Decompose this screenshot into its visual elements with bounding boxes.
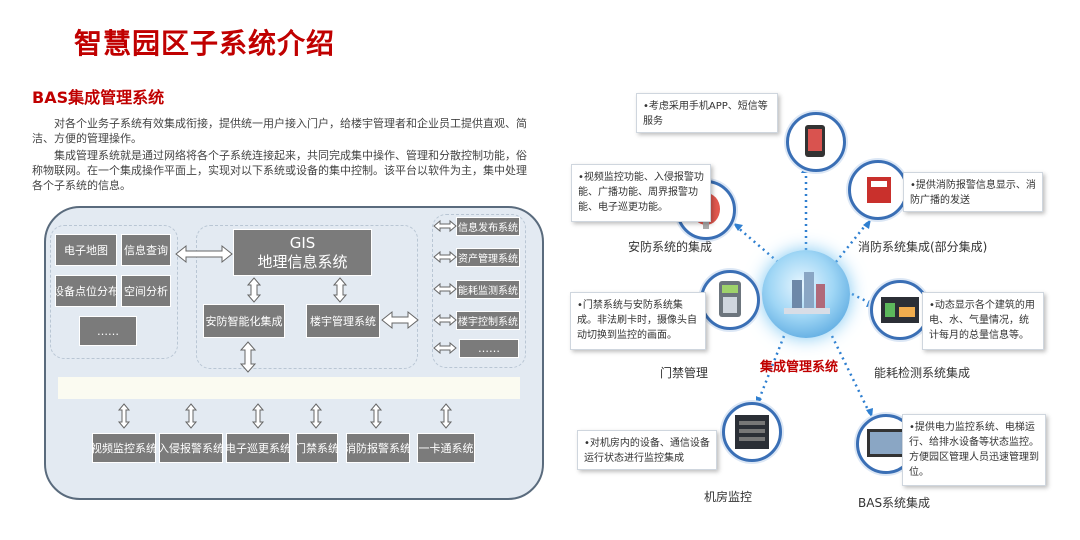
gis-module-device-distribution: 设备点位分布 — [55, 275, 117, 307]
security-callout: •视频监控功能、入侵报警功能、广播功能、周界报警功能、电子巡更功能。 — [571, 164, 711, 222]
monitor-screen-icon — [867, 429, 905, 457]
double-arrow-icon — [332, 277, 348, 303]
bottom-system-video: 视频监控系统 — [92, 433, 156, 463]
fire-callout: •提供消防报警信息显示、消防广播的发送 — [903, 172, 1043, 212]
smartphone-icon — [805, 125, 825, 157]
right-systems-group — [432, 214, 526, 368]
page-title: 智慧园区子系统介绍 — [74, 27, 336, 60]
energy-dashboard-icon — [881, 297, 919, 323]
machine-room-label: 机房监控 — [704, 490, 753, 504]
machine-room-callout: •对机房内的设备、通信设备运行状态进行监控集成 — [577, 430, 717, 470]
right-system-arrows — [433, 219, 457, 355]
gis-subtitle: 地理信息系统 — [257, 252, 348, 271]
bottom-system-fire: 消防报警系统 — [346, 433, 410, 463]
right-system-building-control: 楼宇控制系统 — [456, 311, 520, 330]
gis-module-spatial-analysis: 空间分析 — [121, 275, 171, 307]
building-management-box: 楼宇管理系统 — [306, 304, 380, 338]
hub-label: 集成管理系统 — [760, 360, 839, 375]
fire-label: 消防系统集成(部分集成) — [858, 240, 988, 254]
bottom-system-patrol: 电子巡更系统 — [226, 433, 290, 463]
integration-group — [196, 225, 418, 369]
right-system-more: …… — [459, 339, 519, 358]
security-integration-box: 安防智能化集成 — [203, 304, 285, 338]
integration-hub-graphic — [762, 250, 850, 338]
access-control-node — [700, 270, 760, 330]
access-control-callout: •门禁系统与安防系统集成。非法刷卡时，摄像头自动切换到监控的画面。 — [570, 292, 706, 350]
server-rack-icon — [735, 415, 769, 449]
bottom-system-card: 一卡通系统 — [417, 433, 475, 463]
bas-callout: •提供电力监控系统、电梯运行、给排水设备等状态监控。方便园区管理人员迅速管理到位… — [902, 414, 1046, 486]
gis-system-box: GIS 地理信息系统 — [233, 229, 372, 276]
bottom-system-arrows — [117, 403, 453, 429]
energy-label: 能耗检测系统集成 — [874, 366, 971, 380]
integration-bus-bar — [58, 377, 520, 399]
section-subtitle: BAS集成管理系统 — [32, 88, 165, 107]
bas-label: BAS系统集成 — [858, 496, 931, 510]
keypad-icon — [719, 281, 741, 317]
energy-callout: •动态显示各个建筑的用电、水、气量情况，统计每月的总量信息等。 — [922, 292, 1044, 350]
right-system-info-publish: 信息发布系统 — [456, 217, 520, 236]
double-arrow-icon — [246, 277, 262, 303]
double-arrow-icon — [381, 310, 419, 330]
mobile-app-node — [786, 112, 846, 172]
intro-paragraph-1: 对各个业务子系统有效集成衔接，提供统一用户接入门户，给楼宇管理者和企业员工提供直… — [32, 117, 527, 145]
energy-node — [870, 280, 930, 340]
bottom-system-access: 门禁系统 — [296, 433, 338, 463]
gis-title: GIS — [289, 233, 316, 252]
gis-module-info-query: 信息查询 — [121, 234, 171, 266]
bottom-system-intrusion: 入侵报警系统 — [159, 433, 223, 463]
building-cluster-icon — [784, 272, 830, 314]
intro-paragraph-2: 集成管理系统就是通过网络将各个子系统连接起来，共同完成集中操作、管理和分散控制功… — [32, 149, 527, 192]
security-label: 安防系统的集成 — [628, 240, 713, 254]
mobile-app-callout: •考虑采用手机APP、短信等服务 — [636, 93, 778, 133]
right-system-energy: 能耗监测系统 — [456, 280, 520, 299]
gis-module-more: …… — [79, 316, 137, 346]
double-arrow-icon — [239, 341, 257, 373]
machine-room-node — [722, 402, 782, 462]
right-system-asset: 资产管理系统 — [456, 248, 520, 267]
fire-extinguisher-icon — [867, 177, 891, 203]
double-arrow-icon — [175, 244, 233, 264]
access-control-label: 门禁管理 — [660, 366, 709, 380]
gis-module-group — [50, 225, 178, 359]
fire-node — [848, 160, 908, 220]
gis-module-electronic-map: 电子地图 — [55, 234, 117, 266]
